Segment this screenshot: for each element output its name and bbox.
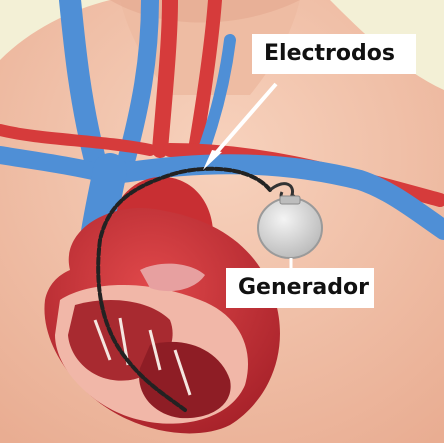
generator-label: Generador (226, 268, 374, 308)
generator-device (258, 198, 322, 258)
generator-header (280, 196, 300, 204)
electrodes-label: Electrodos (252, 34, 416, 74)
carotid-artery (160, 0, 170, 150)
